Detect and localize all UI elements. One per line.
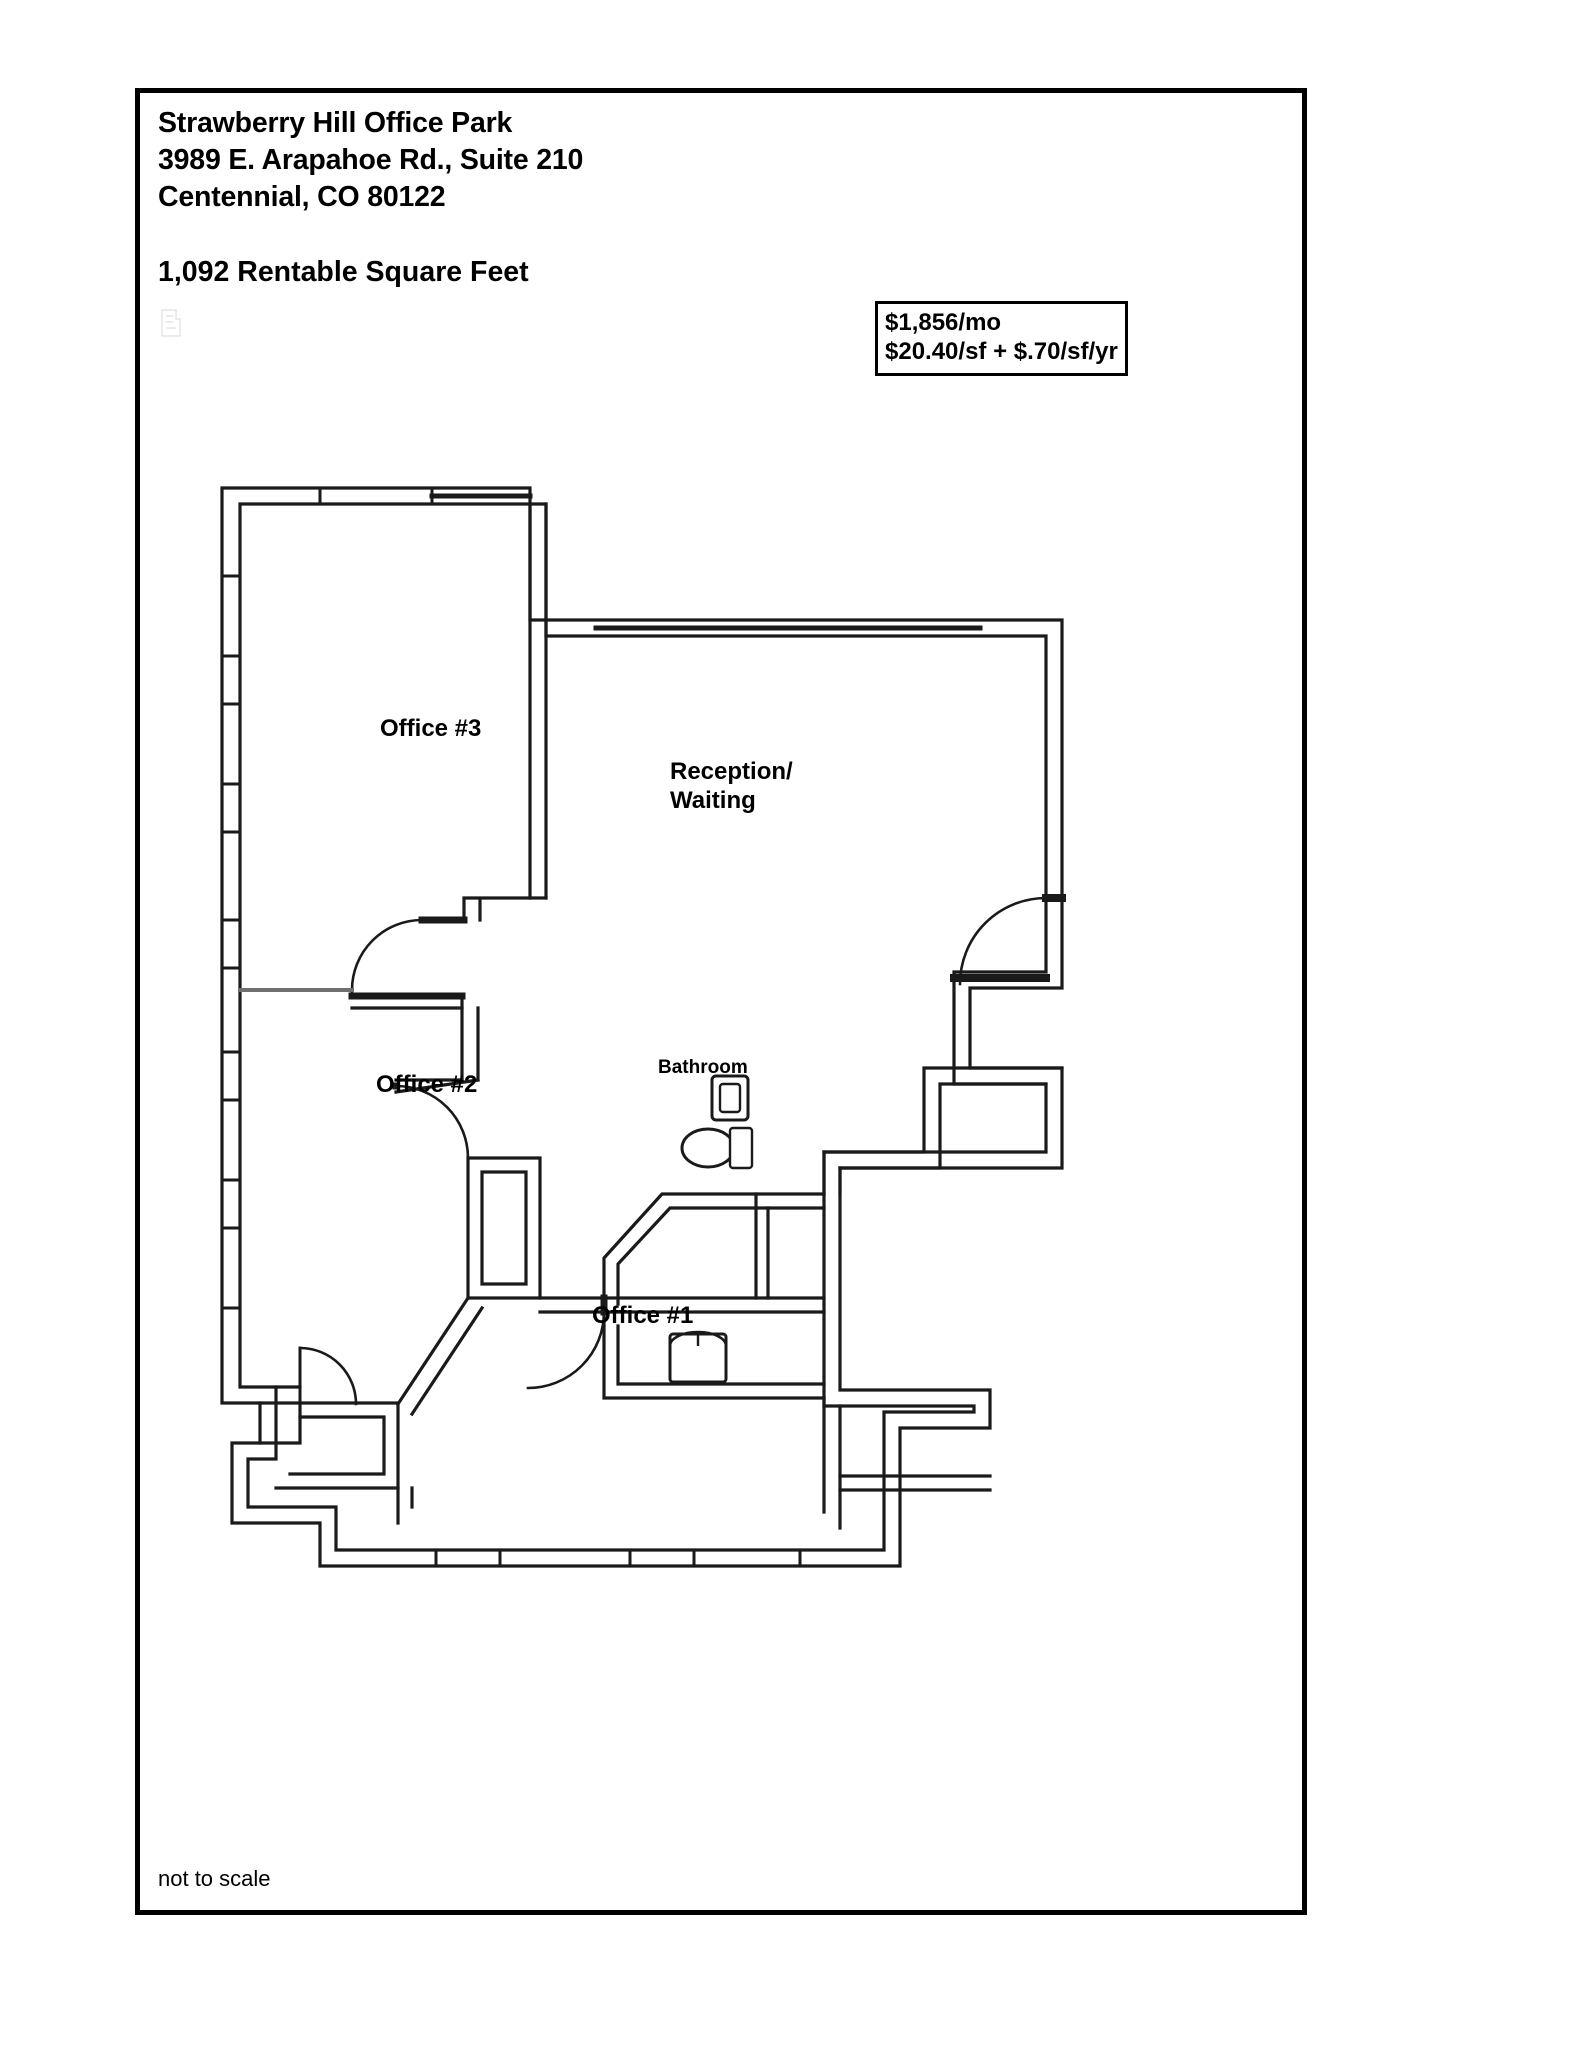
- window-band-top: [318, 486, 434, 506]
- page-frame: Strawberry Hill Office Park 3989 E. Arap…: [135, 88, 1307, 1915]
- door-swing-office3: [350, 918, 424, 992]
- scale-note: not to scale: [158, 1866, 271, 1891]
- monthly-rate: $1,856/mo: [885, 309, 1002, 336]
- wall-office1-east-jog: [838, 1474, 992, 1492]
- room-label-office-1: Office #1: [592, 1302, 694, 1329]
- wall-office2-east-jog: [394, 1078, 480, 1094]
- room-label-reception: Reception/ Waiting: [670, 758, 793, 814]
- wall-office3-east: [528, 502, 548, 900]
- rentable-square-feet: 1,092 Rentable Square Feet: [158, 256, 529, 289]
- room-label-bathroom: Bathroom: [658, 1057, 748, 1078]
- wall-lower-left-alcove: [258, 1385, 302, 1445]
- header-block: Strawberry Hill Office Park 3989 E. Arap…: [158, 105, 1058, 291]
- wall-reception-step: [822, 1150, 842, 1196]
- wall-outer-shell-inner: [238, 502, 1048, 1552]
- wall-outer-shell: [220, 486, 1064, 1568]
- room-label-office-3: Office #3: [380, 715, 482, 742]
- closet-fixture: [668, 1330, 728, 1384]
- wall-office1-east: [822, 1396, 842, 1530]
- property-name: Strawberry Hill Office Park: [158, 107, 513, 139]
- window-mullions-left: [220, 574, 242, 1310]
- toilet-bowl: [680, 1127, 736, 1169]
- wall-closet-below-bathroom: [602, 1310, 826, 1400]
- wall-office1-north: [538, 1296, 606, 1314]
- wall-office2-south-closet: [466, 1156, 542, 1300]
- scan-artifact-mark: [161, 309, 181, 337]
- wall-bathroom-outline: [602, 1192, 826, 1306]
- wall-reception-step2: [822, 1066, 1064, 1170]
- wall-office2-east: [460, 994, 480, 1082]
- door-swing-office2: [394, 1084, 470, 1160]
- wall-office3-east-jog: [462, 896, 548, 922]
- sink-basin: [718, 1082, 742, 1114]
- rate-detail: $20.40/sf + $.70/sf/yr: [885, 338, 1118, 366]
- street-address: 3989 E. Arapahoe Rd., Suite 210: [158, 144, 584, 177]
- wall-office1-diagonal: [395, 1295, 485, 1417]
- toilet-tank: [728, 1126, 754, 1170]
- wall-alcove-block: [274, 1401, 400, 1490]
- wall-office1-west-stub: [396, 1486, 414, 1525]
- bathroom-fixtures: [680, 1074, 754, 1170]
- wall-bathroom-east-divider: [754, 1192, 770, 1300]
- city-state-zip: Centennial, CO 80122: [158, 181, 446, 214]
- water-heater-cap: [668, 1330, 728, 1347]
- window-mullions-bottom: [434, 1548, 802, 1568]
- door-swing-closet: [298, 1346, 358, 1406]
- door-swing-entry: [958, 896, 1048, 986]
- floorplan-svg: [220, 486, 1066, 1568]
- price-box: $1,856/mo $20.40/sf + $.70/sf/yr: [875, 301, 1128, 376]
- room-label-office-2: Office #2: [376, 1071, 478, 1098]
- wall-bathroom-south: [602, 1296, 826, 1314]
- floorplan-drawing: Office #3 Reception/ Waiting Office #2 B…: [200, 468, 1100, 1588]
